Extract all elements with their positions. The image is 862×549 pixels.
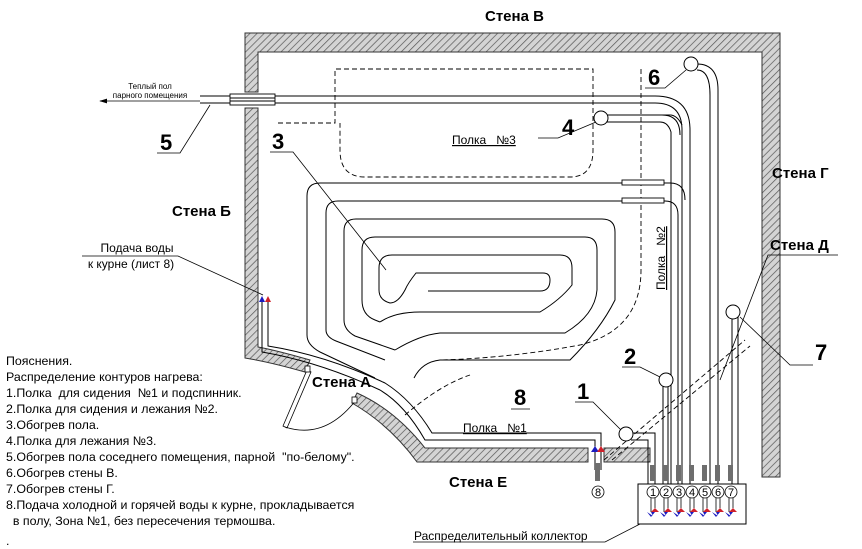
callout-1: 1 — [577, 379, 589, 404]
hot-arrow-icon — [729, 508, 737, 512]
warm-floor-label-2: парного помещения — [113, 91, 187, 100]
port-label: 5 — [702, 487, 708, 499]
callout-7: 7 — [815, 340, 827, 365]
shelf3-zone — [278, 68, 594, 178]
legend-item: 7.Обогрев стены Г. — [6, 482, 115, 496]
port-label: 1 — [650, 487, 656, 499]
wall-label-g: Стена Г — [772, 165, 829, 182]
callout-3: 3 — [272, 129, 284, 154]
port-circle — [659, 485, 673, 499]
hot-arrow-icon — [690, 508, 698, 512]
legend-item: 2.Полка для сидения и лежания №2. — [6, 402, 218, 416]
pipe-sleeves — [229, 93, 665, 204]
heating-pipes — [200, 63, 739, 487]
shelf-zones — [278, 68, 751, 461]
legend-title: Пояснения. — [6, 354, 73, 368]
door — [282, 365, 358, 431]
endpoint-7 — [725, 304, 741, 320]
water-markers — [259, 296, 605, 452]
cold-arrow-icon — [686, 512, 694, 517]
collector-port-7: 7 — [724, 485, 738, 517]
callout-4: 4 — [562, 115, 575, 140]
legend-footer: . — [6, 534, 10, 548]
hot-arrow-icon — [664, 508, 672, 512]
callout-5: 5 — [160, 130, 172, 155]
collector-port-1: 1 — [646, 485, 660, 517]
water-supply-label-1: Подача воды — [101, 241, 174, 255]
legend-subtitle: Распределение контуров нагрева: — [6, 370, 203, 384]
leader-lines — [82, 69, 838, 543]
collector-port-4: 4 — [685, 485, 699, 517]
port-circle — [646, 485, 660, 499]
hot-arrow-icon — [651, 508, 659, 512]
shelf1-zone — [404, 374, 471, 416]
floor-heating-spiral — [306, 182, 622, 379]
wall-label-b: Стена Б — [172, 203, 231, 220]
wall-a-curve — [351, 392, 589, 463]
port-circle — [698, 485, 712, 499]
water-port-label: 8 — [595, 487, 601, 499]
legend: Пояснения. Распределение контуров нагрев… — [6, 353, 355, 549]
wall-e-right — [603, 447, 651, 463]
endpoint-6 — [683, 56, 699, 72]
legend-item: 3.Обогрев пола. — [6, 418, 100, 432]
water-supply-label-2: к курне (лист 8) — [88, 257, 174, 271]
endpoint-2 — [658, 372, 674, 388]
wall-label-a: Стена А — [312, 374, 371, 391]
cold-arrow-icon — [647, 512, 655, 517]
port-label: 4 — [689, 487, 695, 499]
shelf2-label: Полка №2 — [654, 226, 668, 290]
endpoint-1 — [618, 426, 634, 442]
cold-arrow-icon — [673, 512, 681, 517]
shelf3-label: Полка №3 — [452, 133, 516, 147]
legend-item: 1.Полка для сидения №1 и подспинник. — [6, 386, 242, 400]
port-label: 2 — [663, 487, 669, 499]
wall-label-v: Стена В — [485, 8, 544, 25]
port-circle — [711, 485, 725, 499]
port-circle — [672, 485, 686, 499]
wall-label-d: Стена Д — [770, 237, 829, 254]
hot-arrow-icon — [677, 508, 685, 512]
wall-b — [244, 107, 311, 373]
cold-arrow-icon — [699, 512, 707, 517]
port-label: 3 — [676, 487, 682, 499]
collector-label: Распределительный коллектор — [414, 529, 588, 543]
port-label: 7 — [728, 487, 734, 499]
port-circle — [685, 485, 699, 499]
warm-floor-label-1: Теплый пол — [128, 82, 172, 91]
wall-label-e: Стена Е — [449, 474, 507, 491]
cold-arrow-icon — [725, 512, 733, 517]
callout-6: 6 — [648, 65, 660, 90]
cold-arrow-icon — [660, 512, 668, 517]
wall-v — [244, 32, 781, 478]
callout-2: 2 — [624, 344, 636, 369]
collector-port-2: 2 — [659, 485, 673, 517]
shelf1-label: Полка №1 — [463, 421, 527, 435]
collector-pipe-sleeves — [595, 463, 733, 481]
collector-port-5: 5 — [698, 485, 712, 517]
collector-port-3: 3 — [672, 485, 686, 517]
circuit-endpoints — [593, 56, 741, 442]
legend-item: 5.Обогрев пола соседнего помещения, парн… — [6, 450, 355, 464]
legend-item: в полу, Зона №1, без пересечения термошв… — [6, 514, 276, 528]
legend-item: 8.Подача холодной и горячей воды к курне… — [6, 498, 355, 512]
hot-arrow-icon — [703, 508, 711, 512]
callout-8: 8 — [514, 385, 526, 410]
endpoint-4 — [593, 110, 609, 126]
legend-item: 4.Полка для лежания №3. — [6, 434, 157, 448]
shelf2-zone — [439, 69, 642, 361]
hot-arrow-icon — [716, 508, 724, 512]
legend-item: 6.Обогрев стены В. — [6, 466, 118, 480]
walls — [244, 32, 781, 478]
port-label: 6 — [715, 487, 721, 499]
port-circle — [724, 485, 738, 499]
collector-port-6: 6 — [711, 485, 725, 517]
cold-arrow-icon — [712, 512, 720, 517]
water-port-8: 8 — [591, 485, 605, 499]
